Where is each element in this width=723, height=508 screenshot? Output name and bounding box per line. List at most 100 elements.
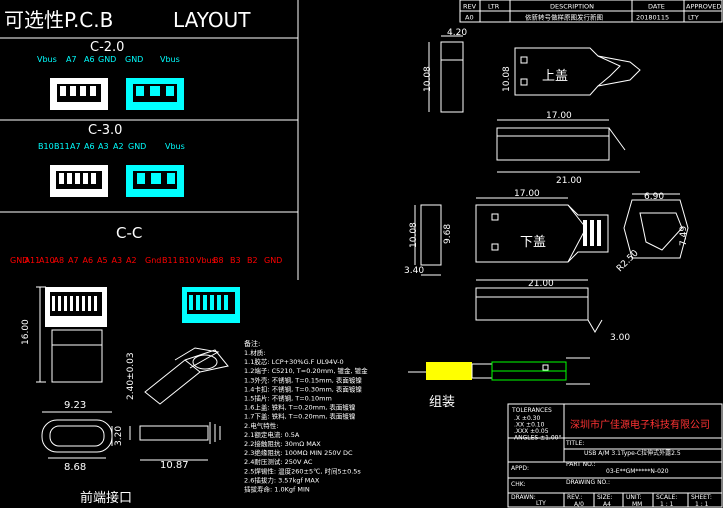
cc-pin-label: A7 [68,256,79,265]
dim-pin-h: 2.40±0.03 [126,352,136,400]
dim-bot-h3: 3.40 [404,266,424,276]
label-assembly: 组装 [429,395,455,410]
revision-header-cell: REV [463,3,477,11]
rev-value: A/0 [574,501,584,508]
note-line: 2.2接触阻抗: 30mΩ MAX [244,439,321,448]
section-label-c20: C-2.0 [90,40,124,55]
cc-pin-label: A8 [54,256,65,265]
drawing-title: 可选性P.C.B [4,8,113,32]
note-line: 1.3外壳: 不锈钢, T=0.15mm, 表面镀镍 [244,375,362,384]
label-front-connector: 前端接口 [80,490,132,506]
cc-pin-label: A2 [126,256,137,265]
cc-pin-label: B3 [230,256,241,265]
revision-header-cell: DESCRIPTION [550,3,594,11]
revision-header-cell: LTR [488,3,500,11]
dim-bot-h1: 10.08 [409,222,419,248]
sheet-value: 1 : 1 [695,501,709,508]
c30-pin-label: A6 [84,142,95,151]
revision-header-cell: APPROVED [686,3,721,11]
size-value: A4 [603,501,611,508]
c20-pin-label: A7 [66,55,77,64]
label-upper-cover: 上盖 [542,69,568,84]
appd-label: APPD: [511,465,529,472]
tolerances-label: TOLERANCES [511,407,552,414]
dim-top-h: 10.08 [423,66,433,92]
cc-pin-label: A5 [97,256,108,265]
dim-front-w2: 8.68 [64,462,86,473]
sheet-label: SHEET: [691,494,712,501]
dim-front-h: 16.00 [21,319,31,345]
upper-cover-drawing [428,35,641,173]
dim-side-w: 6.90 [644,192,664,202]
dim-front-h2: 3.20 [114,426,124,446]
lower-cover-teeth [583,220,601,246]
drawn-value: LTY [536,500,546,507]
c30-pin-label: A7 [70,142,81,151]
tolerance-row: .XXX ±0.05 [514,428,549,435]
cc-pin-label: GND [10,256,28,265]
cc-cyan-footprint [182,287,240,323]
note-line: 2.1额定电流: 0.5A [244,430,300,439]
cc-pin-label: GND [264,256,282,265]
cc-pin-label: A11 [25,256,41,265]
note-line: 1.2端子: C5210, T=0.20mm, 镀金, 镀金 [244,366,368,375]
c20-pin-label: GND [125,55,143,64]
dim-side-h: 7.49 [679,226,689,246]
revision-table [459,0,723,23]
dim-front-w1: 9.23 [64,400,86,411]
cc-white-footprint [45,287,107,327]
drawn-label: DRAWN: [511,494,536,501]
drawing-no-label: DRAWING NO.: [566,479,610,486]
c30-pin-label: B10 [38,142,54,151]
part-no-label: PART NO.: [566,461,596,468]
note-line: 2.5焊锡性: 温度260±5℃, 时间5±0.5s [244,466,361,475]
cc-pin-label: A3 [112,256,123,265]
note-line: 1.6上盖: 铁料, T=0.20mm, 表面镀镍 [244,403,356,412]
tolerance-row: .X ±0.30 [514,415,540,422]
c20-white-footprint [50,78,108,110]
unit-label: UNIT: [626,494,642,501]
revision-row-cell: 依新转号做样原图发行新图 [525,13,603,22]
cc-pin-label: B2 [247,256,258,265]
c20-pin-label: Vbus [160,55,180,64]
cc-pin-label: B10 [179,256,195,265]
company-name: 深圳市广佳源电子科技有限公司 [570,418,710,431]
section-label-cc: C-C [116,224,142,242]
dim-bot-len: 17.00 [514,189,540,199]
note-line: 1.1胶芯: LCP+30%G.F UL94V-0 [244,357,344,366]
cc-pin-label: Vbus [196,256,216,265]
c30-cyan-footprint [126,165,184,197]
c20-pin-label: GND [98,55,116,64]
note-line: 1.4卡扣: 不锈钢, T=0.30mm, 表面镀镍 [244,384,362,393]
c20-pin-label: A6 [84,55,95,64]
size-label: SIZE: [597,494,613,501]
c20-pin-label: Vbus [37,55,57,64]
label-lower-cover: 下盖 [520,235,546,250]
c30-pin-label: A2 [113,142,124,151]
part-no-value: 03-E**GM*****N-020 [606,468,669,475]
scale-value: 1 : 1 [660,501,674,508]
title-block-frame [507,403,723,508]
cc-pin-label: B11 [162,256,178,265]
dim-bot-total: 21.00 [528,279,554,289]
c30-white-footprint [50,165,108,197]
note-line: 2.4耐压测试: 250V AC [244,457,313,466]
cc-pin-label: Gnd [145,256,161,265]
revision-row-cell: 20180115 [636,14,669,22]
rev-label: REV.: [567,494,582,501]
cc-pin-label: A6 [83,256,94,265]
notes-list: 1.材质:1.1胶芯: LCP+30%G.F UL94V-01.2端子: C52… [244,348,368,494]
dim-top-len: 17.00 [546,111,572,121]
cc-pin-label: A10 [39,256,55,265]
drawing-subtitle: LAYOUT [173,8,251,32]
note-line: 2.6插拔力: 3.57kgf MAX [244,475,320,484]
chk-label: CHK: [511,481,526,488]
